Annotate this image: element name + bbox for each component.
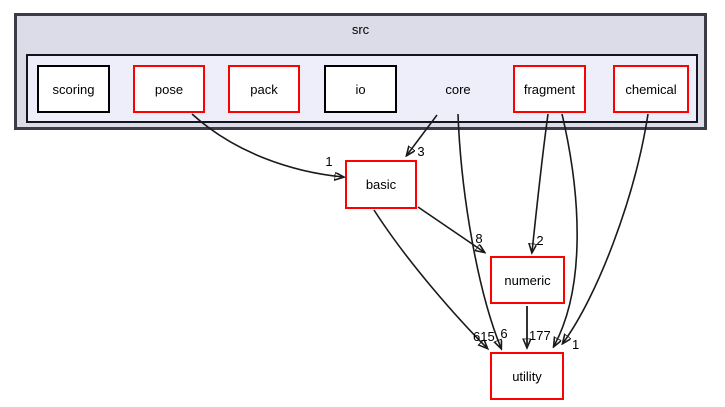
edge-label-pose-basic: 1 <box>325 154 332 169</box>
node-utility[interactable]: utility <box>490 352 564 400</box>
edge-label-chemical-utility: 1 <box>572 337 579 352</box>
node-chemical[interactable]: chemical <box>613 65 689 113</box>
node-chemical-label: chemical <box>625 81 677 97</box>
edge-label-basic-utility: 615 <box>473 329 495 344</box>
edge-label-core-basic: 3 <box>417 144 424 159</box>
edge-label-numeric-utility: 177 <box>529 328 551 343</box>
node-scoring[interactable]: scoring <box>37 65 110 113</box>
node-pack[interactable]: pack <box>228 65 300 113</box>
node-pack-label: pack <box>250 81 278 97</box>
edge-fragment-numeric <box>532 113 549 252</box>
node-utility-label: utility <box>512 368 542 384</box>
edge-core-utility <box>457 113 501 348</box>
edge-label-fragment-numeric: 2 <box>536 233 543 248</box>
edge-chemical-utility <box>563 113 649 343</box>
node-scoring-label: scoring <box>52 81 95 97</box>
edge-basic-numeric <box>417 206 484 252</box>
node-pose-label: pose <box>154 81 184 97</box>
node-fragment[interactable]: fragment <box>513 65 586 113</box>
node-numeric-label: numeric <box>504 272 551 288</box>
node-io[interactable]: io <box>324 65 397 113</box>
node-basic-label: basic <box>365 177 397 192</box>
edge-fragment-utility <box>554 113 578 346</box>
node-fragment-label: fragment <box>523 81 576 97</box>
node-io-label: io <box>355 81 366 97</box>
edge-label-core-utility: 6 <box>500 326 507 341</box>
edge-label-basic-numeric: 8 <box>475 231 482 246</box>
node-numeric[interactable]: numeric <box>490 256 565 304</box>
node-core-label: core <box>445 81 471 97</box>
node-core[interactable]: core <box>428 78 488 100</box>
cluster-src-label: src <box>351 22 370 37</box>
edge-basic-utility <box>373 209 487 348</box>
node-basic[interactable]: basic <box>345 160 417 209</box>
node-pose[interactable]: pose <box>133 65 205 113</box>
